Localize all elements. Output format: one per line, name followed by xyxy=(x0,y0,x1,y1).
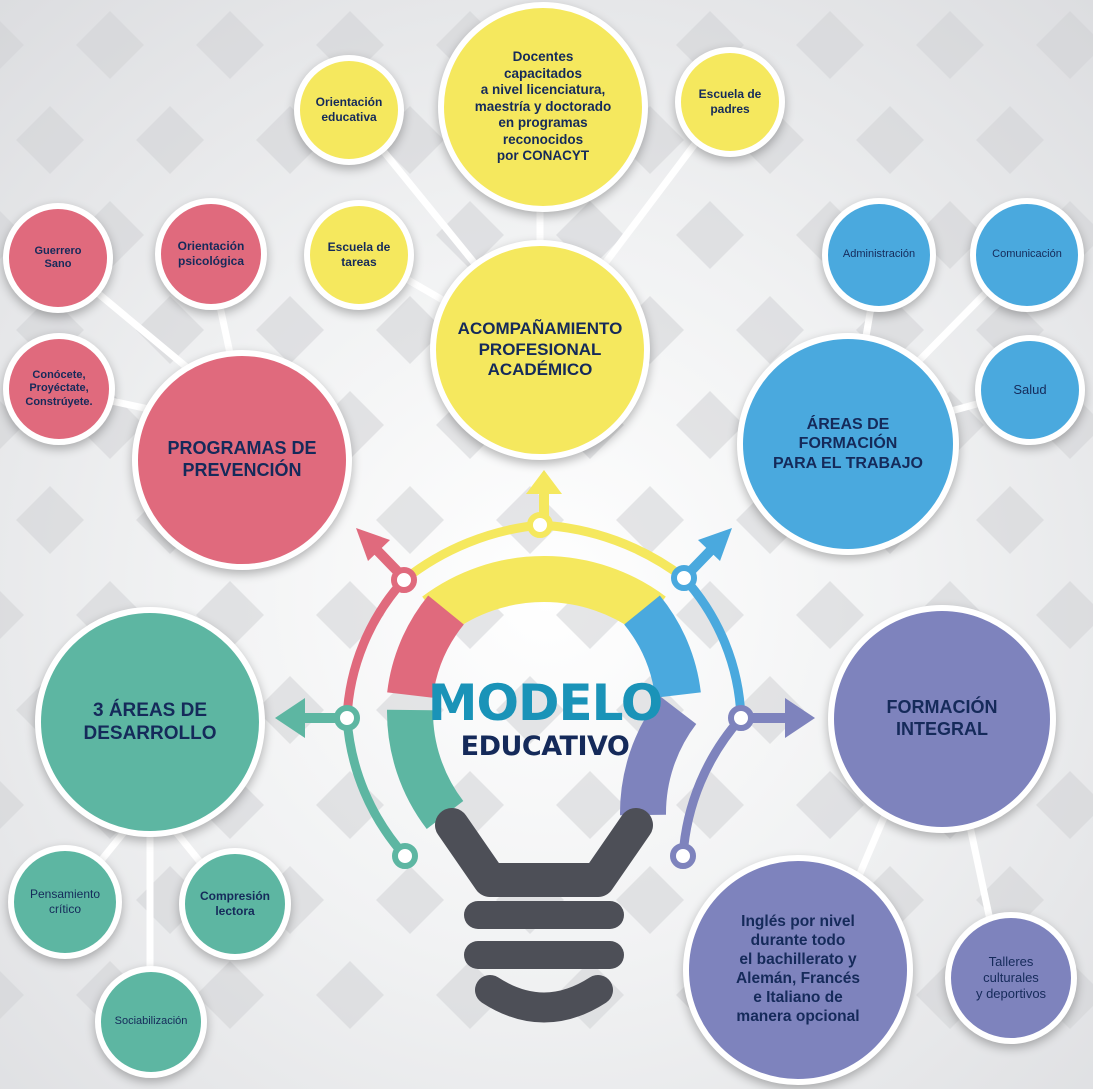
conocete-label: Conócete, Proyéctate, Constrúyete. xyxy=(25,368,93,408)
acompanamiento-label: ACOMPAÑAMIENTO PROFESIONAL ACADÉMICO xyxy=(457,318,623,380)
talleres-label: Talleres culturales y deportivos xyxy=(975,954,1047,1001)
background-diamond xyxy=(916,11,984,79)
background-diamond xyxy=(1036,581,1093,649)
docentes-label: Docentes capacitados a nivel licenciatur… xyxy=(474,49,612,164)
docentes-bubble: Docentes capacitados a nivel licenciatur… xyxy=(438,2,648,212)
compresion-lectora-bubble: Compresión lectora xyxy=(179,848,291,960)
salud-label: Salud xyxy=(1013,382,1047,398)
background-diamond xyxy=(376,486,444,554)
background-diamond xyxy=(316,961,384,1029)
background-diamond xyxy=(556,771,624,839)
background-diamond xyxy=(1036,771,1093,839)
orientacion-psicologica-bubble: Orientación psicológica xyxy=(155,198,267,310)
background-diamond xyxy=(796,771,864,839)
compresion-lectora-label: Compresión lectora xyxy=(199,889,270,918)
background-diamond xyxy=(76,11,144,79)
salud-bubble: Salud xyxy=(975,335,1085,445)
escuela-padres-bubble: Escuela de padres xyxy=(675,47,785,157)
background-diamond xyxy=(856,106,924,174)
background-diamond xyxy=(0,401,24,449)
background-diamond xyxy=(196,11,264,79)
background-diamond xyxy=(436,201,504,269)
integral-main-bubble: FORMACIÓN INTEGRAL xyxy=(828,605,1056,833)
background-diamond xyxy=(976,106,1044,174)
background-diamond xyxy=(136,106,204,174)
conocete-bubble: Conócete, Proyéctate, Constrúyete. xyxy=(3,333,115,445)
center-title-main: MODELO xyxy=(427,674,664,732)
orientacion-psicologica-label: Orientación psicológica xyxy=(177,239,245,268)
desarrollo-main-bubble: 3 ÁREAS DE DESARROLLO xyxy=(35,607,265,837)
background-diamond xyxy=(496,676,564,744)
pensamiento-critico-label: Pensamiento crítico xyxy=(29,887,101,916)
background-diamond xyxy=(796,11,864,79)
background-diamond xyxy=(616,486,684,554)
formacion-trabajo-label: ÁREAS DE FORMACIÓN PARA EL TRABAJO xyxy=(773,415,923,472)
background-diamond xyxy=(796,581,864,649)
background-diamond xyxy=(0,971,24,1019)
background-diamond xyxy=(736,296,804,364)
background-diamond xyxy=(676,201,744,269)
background-diamond xyxy=(676,391,744,459)
guerrero-sano-bubble: Guerrero Sano xyxy=(3,203,113,313)
guerrero-sano-label: Guerrero Sano xyxy=(34,244,82,270)
formacion-trabajo-main-bubble: ÁREAS DE FORMACIÓN PARA EL TRABAJO xyxy=(737,333,959,555)
background-diamond xyxy=(0,591,24,639)
bulb-outer-arcs xyxy=(342,520,746,861)
integral-label: FORMACIÓN INTEGRAL xyxy=(886,697,998,739)
escuela-padres-label: Escuela de padres xyxy=(698,87,762,116)
sociabilizacion-label: Sociabilización xyxy=(114,1015,188,1028)
sociabilizacion-bubble: Sociabilización xyxy=(95,966,207,1078)
orientacion-educativa-bubble: Orientación educativa xyxy=(294,55,404,165)
background-diamond xyxy=(376,866,444,934)
administracion-label: Administración xyxy=(842,248,916,261)
escuela-tareas-label: Escuela de tareas xyxy=(327,240,391,269)
pensamiento-critico-bubble: Pensamiento crítico xyxy=(8,845,122,959)
arc-nodes xyxy=(334,512,754,869)
background-diamond xyxy=(16,106,84,174)
escuela-tareas-bubble: Escuela de tareas xyxy=(304,200,414,310)
prevencion-label: PROGRAMAS DE PREVENCIÓN xyxy=(167,438,317,480)
background-diamond xyxy=(1036,11,1093,79)
desarrollo-label: 3 ÁREAS DE DESARROLLO xyxy=(83,699,217,744)
background-diamond xyxy=(256,296,324,364)
comunicacion-bubble: Comunicación xyxy=(970,198,1084,312)
background-diamond xyxy=(676,771,744,839)
background-diamond xyxy=(976,486,1044,554)
talleres-bubble: Talleres culturales y deportivos xyxy=(945,912,1077,1044)
background-diamond xyxy=(136,296,204,364)
bulb-base xyxy=(435,808,653,1023)
administracion-bubble: Administración xyxy=(822,198,936,312)
center-title-sub: EDUCATIVO xyxy=(460,731,630,762)
background-diamond xyxy=(376,296,444,364)
background-diamond xyxy=(0,21,24,69)
orientacion-educativa-label: Orientación educativa xyxy=(315,95,383,124)
bulb-inner-segments xyxy=(386,556,701,829)
comunicacion-label: Comunicación xyxy=(992,248,1062,261)
center-title: MODELO EDUCATIVO xyxy=(395,675,695,763)
background-diamond xyxy=(196,961,264,1029)
background-diamond xyxy=(16,486,84,554)
ingles-bubble: Inglés por nivel durante todo el bachill… xyxy=(683,855,913,1085)
background-diamond xyxy=(616,866,684,934)
ingles-label: Inglés por nivel durante todo el bachill… xyxy=(735,913,861,1025)
acompanamiento-main-bubble: ACOMPAÑAMIENTO PROFESIONAL ACADÉMICO xyxy=(430,240,650,460)
background-diamond xyxy=(0,781,24,829)
prevencion-main-bubble: PROGRAMAS DE PREVENCIÓN xyxy=(132,350,352,570)
